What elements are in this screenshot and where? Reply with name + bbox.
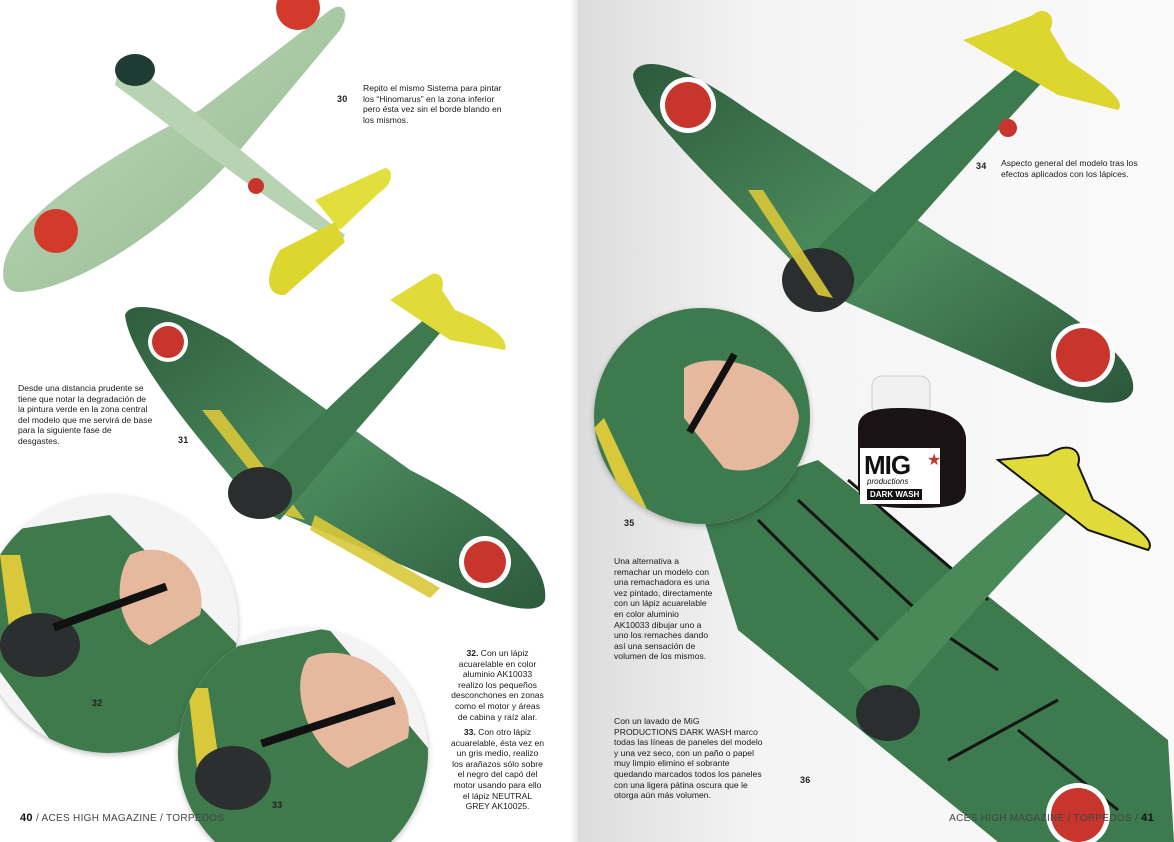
caption-31: Desde una distancia prudente se tiene qu… [18, 383, 153, 446]
caption-32-number: 32. [466, 648, 479, 658]
bottle-sub: productions [867, 477, 909, 486]
figure-number-35: 35 [624, 518, 635, 528]
figure-number-34: 34 [976, 161, 987, 171]
figure-number-32: 32 [92, 698, 103, 708]
figure-number-30: 30 [337, 94, 348, 104]
caption-35: Una alternativa a remachar un modelo con… [614, 556, 713, 662]
caption-32: 32. Con un lápiz acuarelable en color al… [450, 648, 545, 722]
bottle-brand: MIG [864, 450, 911, 480]
figure-number-33: 33 [272, 800, 283, 810]
page-number-left: 40 [20, 812, 33, 824]
caption-33: 33. Con otro lápiz acuarelable, ésta vez… [450, 727, 545, 812]
bottle-star-icon: ★ [927, 452, 942, 469]
photo-33 [178, 628, 428, 842]
photo-31 [125, 273, 546, 609]
caption-33-number: 33. [463, 727, 476, 737]
photo-32 [0, 495, 238, 753]
figure-number-31: 31 [178, 435, 189, 445]
folio-right: ACES HIGH MAGAZINE / TORPEDOS / 41 [949, 812, 1154, 824]
folio-text-right: ACES HIGH MAGAZINE / TORPEDOS / [949, 813, 1139, 824]
caption-33-text: Con otro lápiz acuarelable, ésta vez en … [450, 727, 545, 812]
figure-number-36: 36 [800, 775, 811, 785]
caption-36: Con un lavado de MiG PRODUCTIONS DARK WA… [614, 716, 763, 801]
photo-35 [594, 308, 810, 524]
page-number-right: 41 [1141, 812, 1154, 824]
mig-dark-wash-bottle [858, 375, 966, 508]
bottle-product: DARK WASH [867, 489, 923, 500]
left-page: 30 Repito el mismo Sistema para pintar l… [0, 0, 578, 842]
folio-text-left: / ACES HIGH MAGAZINE / TORPEDOS [35, 813, 225, 824]
caption-32-text: Con un lápiz acuarelable en color alumin… [451, 648, 544, 722]
photo-34 [633, 10, 1134, 403]
caption-34: Aspecto general del modelo tras los efec… [1001, 158, 1138, 179]
right-page: 34 Aspecto general del modelo tras los e… [578, 0, 1174, 842]
photo-30 [3, 0, 392, 296]
folio-left: 40 / ACES HIGH MAGAZINE / TORPEDOS [20, 812, 224, 824]
caption-30: Repito el mismo Sistema para pintar los … [363, 83, 502, 125]
